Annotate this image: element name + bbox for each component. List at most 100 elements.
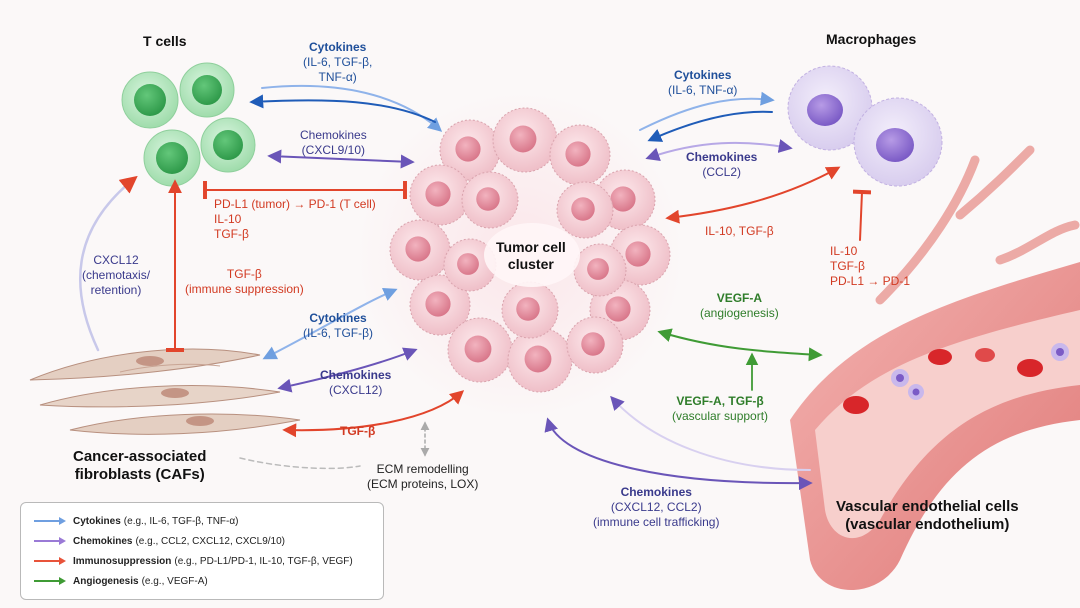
label-mac-cytokines: Cytokines (IL-6, TNF-α) xyxy=(668,68,737,98)
label-line: (chemotaxis/ xyxy=(82,268,151,282)
label-line: (CXCL12) xyxy=(329,383,383,397)
tumor-cell-nucleus xyxy=(425,291,451,317)
caf-title: Cancer-associated fibroblasts (CAFs) xyxy=(73,448,206,484)
arrow-caf-tgfb-bottom xyxy=(282,390,465,438)
label-line: PD-L1 (tumor) → PD-1 (T cell) xyxy=(214,197,376,211)
label-line: Chemokines xyxy=(320,368,392,382)
label-ecm: ECM remodelling (ECM proteins, LOX) xyxy=(367,462,478,492)
vascular-title-line1: Vascular endothelial cells xyxy=(836,498,1019,515)
tumor-cell-nucleus xyxy=(405,236,431,262)
vascular-title-line2: (vascular endothelium) xyxy=(845,516,1010,533)
label-line: TGF-β xyxy=(830,259,865,273)
label-line: VEGF-A, TGF-β xyxy=(676,394,764,408)
arrow-vasc-trafficking xyxy=(544,417,813,491)
label-line: (CXCL9/10) xyxy=(301,143,366,157)
tumor-title: Tumor cell cluster xyxy=(496,239,566,273)
label-vasc-chemokines: Chemokines (CXCL12, CCL2) (immune cell t… xyxy=(593,485,719,530)
label-tcell-cytokines: Cytokines (IL-6, TGF-β, TNF-α) xyxy=(303,40,372,85)
label-caf-cytokines: Cytokines (IL-6, TGF-β) xyxy=(303,311,373,341)
blood-vessel xyxy=(790,145,1080,590)
vascular-title: Vascular endothelial cells (vascular end… xyxy=(836,498,1019,534)
label-caf-chemokines: Chemokines (CXCL12) xyxy=(320,368,391,398)
legend-item-cytokines: Cytokines (e.g., IL-6, TGF-β, TNF-α) xyxy=(33,513,238,529)
legend-arrow-icon xyxy=(33,556,67,566)
legend-item-angiogenesis: Angiogenesis (e.g., VEGF-A) xyxy=(33,573,208,589)
legend-detail: (e.g., CCL2, CXCL12, CXCL9/10) xyxy=(135,535,285,547)
t-cells xyxy=(121,62,256,187)
label-line: Cytokines xyxy=(674,68,732,82)
label-line: retention) xyxy=(90,283,142,297)
legend-detail: (e.g., IL-6, TGF-β, TNF-α) xyxy=(123,515,239,527)
arrow-vegf xyxy=(657,328,823,362)
tumor-cell-nucleus xyxy=(455,136,481,162)
tumor-cell-nucleus xyxy=(565,141,591,167)
arrows xyxy=(78,84,872,491)
label-vegf: VEGF-A (angiogenesis) xyxy=(700,291,779,321)
macrophages-title: Macrophages xyxy=(826,31,917,47)
tumor-cell-nucleus xyxy=(571,197,595,221)
label-line: (IL-6, TGF-β, xyxy=(303,55,373,69)
tumor-cell-nucleus xyxy=(516,297,540,321)
legend: Cytokines (e.g., IL-6, TGF-β, TNF-α) Che… xyxy=(20,502,384,600)
label-caf-cxcl12: CXCL12 (chemotaxis/ retention) xyxy=(82,253,150,298)
tumor-cell-cluster xyxy=(355,90,685,420)
label-line: (ECM proteins, LOX) xyxy=(367,477,479,491)
tumor-title-line1: Tumor cell xyxy=(496,239,566,255)
arrow-caf-chemokine xyxy=(277,347,418,393)
ecm-dashed-line xyxy=(239,457,361,470)
label-line: PD-L1 → PD-1 xyxy=(830,274,911,288)
t-cells-title: T cells xyxy=(143,33,187,49)
tumor-cell-nucleus xyxy=(610,186,636,212)
caf-title-line2: fibroblasts (CAFs) xyxy=(74,466,205,483)
legend-detail: (e.g., VEGF-A) xyxy=(141,575,208,587)
label-line: Cytokines xyxy=(309,311,367,325)
legend-arrow-icon xyxy=(33,536,67,546)
legend-detail: (e.g., PD-L1/PD-1, IL-10, TGF-β, VEGF) xyxy=(174,555,353,567)
label-mac-chemokines: Chemokines (CCL2) xyxy=(686,150,757,180)
label-line: Cytokines xyxy=(309,40,367,54)
label-line: (IL-6, TNF-α) xyxy=(668,83,738,97)
label-line: ECM remodelling xyxy=(376,462,469,476)
label-tcell-chemokines: Chemokines (CXCL9/10) xyxy=(300,128,367,158)
label-line: (vascular support) xyxy=(672,409,769,423)
arrow-tcell-cytokine-in xyxy=(249,94,436,123)
legend-item-immunosuppression: Immunosuppression (e.g., PD-L1/PD-1, IL-… xyxy=(33,553,353,569)
caf-cells xyxy=(29,348,301,435)
arrow-mac-chemokine xyxy=(645,139,793,161)
legend-name: Angiogenesis xyxy=(73,575,139,587)
arrow-vasc-chemokine-faint xyxy=(610,395,811,471)
tumor-cell-nucleus xyxy=(587,258,609,280)
arrow-mac-cytokine-in xyxy=(647,110,773,142)
label-line: TGF-β xyxy=(226,267,262,281)
tumor-cell-nucleus xyxy=(625,241,651,267)
label-line: (immune cell trafficking) xyxy=(593,515,720,529)
tumor-cell-nucleus xyxy=(425,181,451,207)
caf-title-line1: Cancer-associated xyxy=(73,448,207,465)
label-line: (CXCL12, CCL2) xyxy=(610,500,702,514)
label-vegf-support: VEGF-A, TGF-β (vascular support) xyxy=(672,394,768,424)
arrow-caf-cxcl12 xyxy=(78,175,138,352)
label-line: (IL-6, TGF-β) xyxy=(303,326,374,340)
tumor-cell-nucleus xyxy=(476,187,500,211)
label-line: (immune suppression) xyxy=(185,282,304,296)
legend-name: Chemokines xyxy=(73,535,133,547)
label-line: (CCL2) xyxy=(702,165,742,179)
arrow-mac-cytokine-out xyxy=(639,91,775,131)
label-mac-vessel: IL-10 TGF-β PD-L1 → PD-1 xyxy=(830,244,910,289)
label-line: CXCL12 xyxy=(93,253,139,267)
label-line: Chemokines xyxy=(686,150,758,164)
label-line: TGF-β xyxy=(214,227,249,241)
macrophages xyxy=(787,65,943,187)
arrow-mac-il10 xyxy=(665,166,841,224)
tumor-title-line2: cluster xyxy=(507,256,554,272)
label-line: (angiogenesis) xyxy=(700,306,779,320)
legend-name: Cytokines xyxy=(73,515,121,527)
arrow-mac-vessel xyxy=(852,189,872,241)
arrow-tcell-cytokine-out xyxy=(261,84,443,132)
legend-arrow-icon xyxy=(33,516,67,526)
legend-name: Immunosuppression xyxy=(73,555,172,567)
legend-item-chemokines: Chemokines (e.g., CCL2, CXCL12, CXCL9/10… xyxy=(33,533,285,549)
label-mac-il10: IL-10, TGF-β xyxy=(705,224,774,238)
label-line: Chemokines xyxy=(300,128,367,142)
legend-arrow-icon xyxy=(33,576,67,586)
